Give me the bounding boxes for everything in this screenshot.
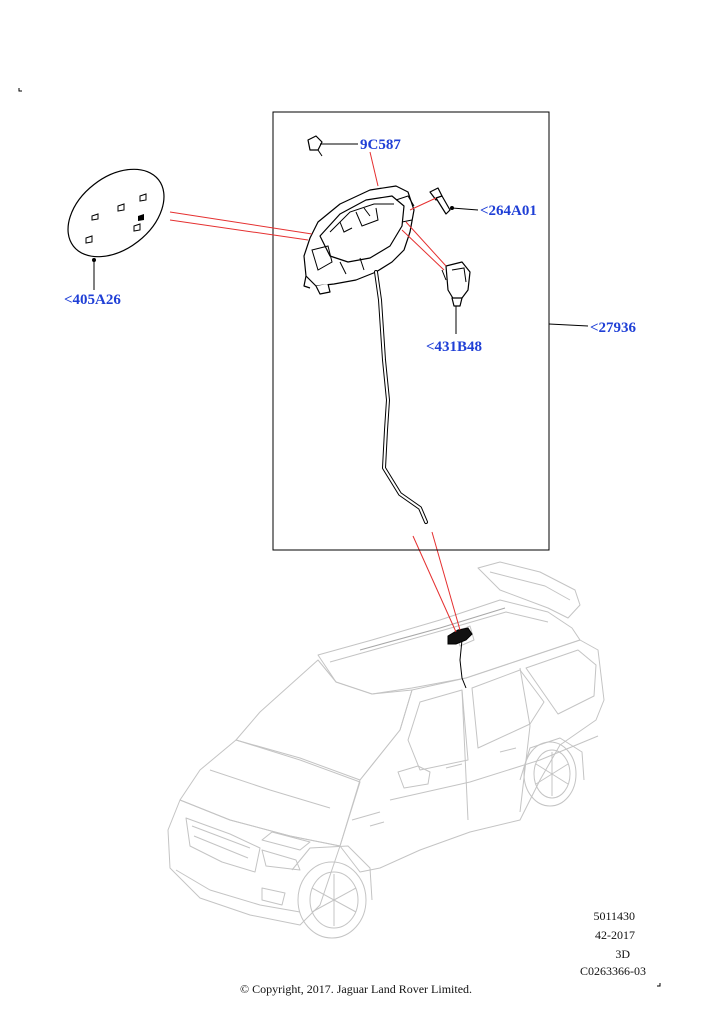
- leader-27936-black: [548, 323, 589, 327]
- leader-box-to-vehicle-2: [431, 531, 461, 631]
- leader-264a01-red: [409, 197, 437, 211]
- leader-431b48-red-1: [405, 221, 447, 267]
- footer-ref-number: 5011430: [593, 909, 635, 923]
- leader-264a01-dot: [450, 206, 454, 210]
- fuel-filler-housing: [303, 185, 415, 295]
- release-cable: [374, 270, 428, 524]
- callout-405a26[interactable]: <405A26: [64, 292, 121, 308]
- footer-drawing-number: C0263366-03: [580, 964, 646, 978]
- assembly-box: [272, 111, 550, 551]
- leader-405a26-dot: [92, 258, 96, 262]
- leader-9c587-red: [369, 151, 379, 187]
- vehicle-illustration: [167, 561, 605, 939]
- corner-mark-top-left: [18, 88, 22, 92]
- vehicle-cable: [459, 639, 467, 689]
- leader-431b48-red-2: [401, 229, 445, 271]
- vehicle-fuel-door-location: [447, 627, 473, 645]
- leader-405a26-red-1: [169, 211, 313, 235]
- callout-264a01[interactable]: <264A01: [480, 203, 537, 219]
- callout-9c587[interactable]: 9C587: [360, 137, 401, 153]
- footer-view: 3D: [615, 947, 630, 961]
- callout-27936[interactable]: <27936: [590, 320, 637, 336]
- footer-copyright: © Copyright, 2017. Jaguar Land Rover Lim…: [240, 982, 472, 996]
- footer-date-code: 42-2017: [595, 928, 635, 942]
- bolt-264a01: [429, 187, 451, 215]
- leader-box-to-vehicle-1: [412, 535, 457, 633]
- actuator-431b48: [441, 261, 471, 307]
- leader-264a01-black: [451, 207, 479, 211]
- screw-9c587: [307, 135, 323, 157]
- fuel-flap-405a26: [67, 168, 165, 258]
- corner-mark-bottom-right: [657, 983, 661, 987]
- callout-431b48[interactable]: <431B48: [426, 339, 482, 355]
- release-cable-core: [375, 271, 427, 523]
- leader-405a26-red-2: [169, 219, 309, 241]
